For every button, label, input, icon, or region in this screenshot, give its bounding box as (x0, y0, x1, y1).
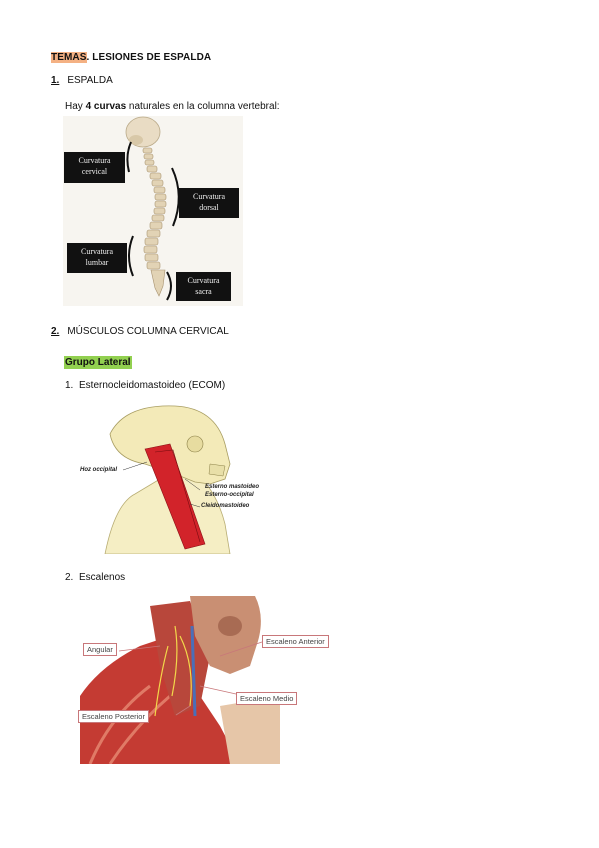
intro-bold: 4 curvas (85, 101, 127, 112)
dorsal-line2: dorsal (199, 203, 219, 212)
sacra-line2: sacra (195, 287, 212, 296)
lumbar-line2: lumbar (85, 258, 109, 267)
list-item-number: 2. (65, 572, 74, 583)
intro-paragraph: Hay 4 curvas naturales en la columna ver… (65, 101, 280, 112)
group-label: Grupo Lateral (64, 356, 132, 369)
ecom-label-occipital: Hoz occipital (80, 467, 118, 473)
intro-pre: Hay (65, 101, 86, 112)
scalene-figure (80, 596, 280, 765)
scalene-label-anterior: Escaleno Anterior (262, 635, 329, 648)
list-item-number: 1. (65, 380, 74, 391)
label-curvatura-lumbar: Curvatura lumbar (67, 243, 127, 273)
section-2-label: MÚSCULOS COLUMNA CERVICAL (67, 326, 229, 337)
list-item-label: Escalenos (79, 572, 126, 583)
ecom-label-2: Esterno-occipital (205, 492, 254, 498)
lumbar-line1: Curvatura (81, 247, 113, 256)
section-1-number: 1. (51, 75, 60, 86)
scalene-label-angular: Angular (83, 643, 117, 656)
ecom-label-3: Cleidomastoideo (201, 503, 250, 509)
list-item: 1. Esternocleidomastoideo (ECOM) (65, 380, 225, 391)
scalene-label-medio: Escaleno Medio (236, 692, 298, 705)
label-curvatura-dorsal: Curvatura dorsal (179, 188, 239, 218)
label-curvatura-cervical: Curvatura cervical (64, 152, 125, 183)
page-title: TEMAS. LESIONES DE ESPALDA (51, 52, 211, 63)
list-item: 2. Escalenos (65, 572, 125, 583)
cervical-line1: Curvatura (78, 156, 111, 165)
title-rest: . LESIONES DE ESPALDA (86, 52, 212, 63)
title-highlight: TEMAS (51, 52, 87, 63)
section-2-number: 2. (51, 326, 60, 337)
list-item-label: Esternocleidomastoideo (ECOM) (79, 380, 226, 391)
sacra-line1: Curvatura (187, 276, 220, 285)
group-heading: Grupo Lateral (64, 352, 132, 370)
cervical-line2: cervical (81, 167, 108, 176)
dorsal-line1: Curvatura (193, 192, 225, 201)
scalene-illustration (80, 596, 280, 765)
scalene-label-posterior: Escaleno Posterior (78, 710, 149, 723)
ecom-figure (75, 404, 285, 555)
ecom-label-1: Esterno mastoideo (205, 484, 260, 490)
section-1-label: ESPALDA (67, 75, 113, 86)
section-2-heading: 2. MÚSCULOS COLUMNA CERVICAL (51, 326, 229, 337)
intro-post: naturales en la columna vertebral: (126, 101, 280, 112)
ecom-illustration (104, 405, 231, 555)
section-1-heading: 1. ESPALDA (51, 75, 113, 86)
label-curvatura-sacra: Curvatura sacra (176, 272, 231, 301)
